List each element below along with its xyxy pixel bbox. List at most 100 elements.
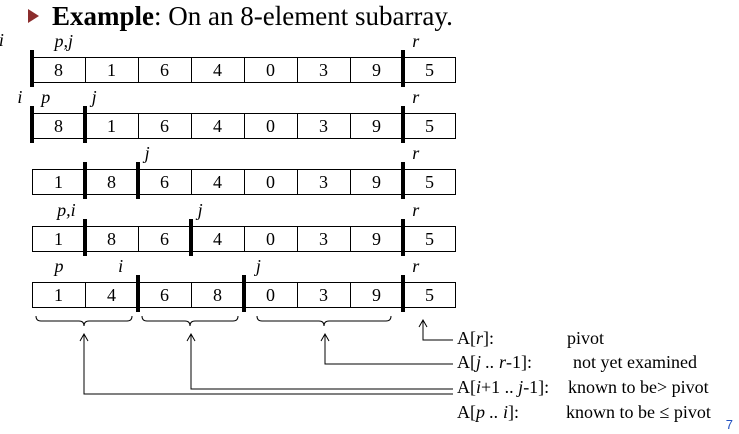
partition-boundary	[30, 50, 34, 87]
array-cell: 5	[425, 285, 434, 305]
brace-gt-pivot	[141, 315, 239, 327]
connector-unexamined	[324, 334, 453, 365]
array-cell: 3	[319, 229, 328, 249]
array-cell: 0	[266, 285, 275, 305]
legend-expression-part: ]:	[483, 328, 495, 348]
legend-expression-part: A[	[457, 402, 476, 422]
array-cell: 9	[372, 229, 381, 249]
partition-boundary	[30, 106, 34, 143]
cell-divider	[350, 113, 351, 139]
cell-divider	[297, 113, 298, 139]
legend-description: known to be ≤ pivot	[566, 402, 711, 422]
array-cell: 4	[213, 116, 222, 136]
index-pointer-label: r	[412, 87, 420, 107]
array-cell: 1	[107, 116, 116, 136]
cell-divider	[191, 282, 192, 308]
legend-expression-part: -1]:	[523, 377, 550, 397]
array-cell: 3	[319, 285, 328, 305]
array-cell: 9	[372, 285, 381, 305]
array-cell: 6	[160, 229, 169, 249]
array-cell: 3	[319, 116, 328, 136]
array-cell: 9	[372, 116, 381, 136]
cell-divider	[85, 57, 86, 83]
cell-divider	[244, 169, 245, 195]
index-pointer-label: r	[412, 143, 420, 163]
array-cell: 8	[213, 285, 222, 305]
cell-divider	[138, 113, 139, 139]
array-cell: 0	[266, 229, 275, 249]
array-cell: 8	[54, 60, 63, 80]
array-cell: 8	[54, 116, 63, 136]
partition-boundary	[189, 219, 193, 256]
index-pointer-label: p,j	[54, 31, 74, 51]
legend-expression-part: -1]:	[506, 352, 533, 372]
connector-pivot	[422, 320, 453, 341]
array-cell: 1	[54, 172, 63, 192]
cell-divider	[350, 169, 351, 195]
legend-description: known to be> pivot	[568, 377, 709, 397]
bullet-arrow-icon	[28, 9, 39, 23]
legend-description: pivot	[567, 328, 605, 348]
index-pointer-label: p	[54, 256, 64, 276]
legend-expression-part: +1 ..	[481, 377, 519, 397]
partition-boundary	[401, 106, 405, 143]
legend-expression: A[j .. r-1]:	[457, 352, 532, 372]
partition-boundary	[83, 106, 87, 143]
index-pointer-label: j	[197, 200, 203, 220]
title-rest-part: : On an 8-element subarray.	[154, 0, 453, 31]
legend-expression-part: p .. i	[476, 402, 509, 422]
legend-expression-part: i	[476, 377, 482, 397]
cell-divider	[244, 57, 245, 83]
partition-boundary	[136, 275, 140, 312]
legend-expression: A[r]:	[457, 328, 494, 348]
partition-boundary	[401, 275, 405, 312]
array-cell: 5	[425, 116, 434, 136]
cell-divider	[244, 113, 245, 139]
array-cell: 5	[425, 60, 434, 80]
array-cell: 6	[160, 172, 169, 192]
array-cell: 0	[266, 172, 275, 192]
cell-divider	[350, 282, 351, 308]
arrow-up-icon	[186, 332, 196, 342]
cell-divider	[138, 57, 139, 83]
index-pointer-label: j	[91, 87, 97, 107]
array-cell: 8	[107, 229, 116, 249]
cell-divider	[191, 169, 192, 195]
arrow-up-icon	[320, 332, 330, 342]
array-cell: 8	[107, 172, 116, 192]
index-pointer-label: p,i	[57, 200, 76, 220]
legend-expression-part: A[	[457, 377, 476, 397]
array-cell: 1	[107, 60, 116, 80]
index-pointer-label: r	[412, 200, 420, 220]
legend-expression-part: ]:	[508, 402, 520, 422]
array-cell: 9	[372, 172, 381, 192]
array-cell: 0	[266, 60, 275, 80]
slide-title: Example : On an 8-element subarray.	[28, 0, 453, 32]
legend-expression-part: A[	[457, 328, 476, 348]
array-cell: 4	[213, 172, 222, 192]
array-cell: 6	[160, 285, 169, 305]
array-cell: 1	[54, 229, 63, 249]
legend-expression-part: r	[476, 328, 484, 348]
array-cell: 0	[266, 116, 275, 136]
cell-divider	[297, 226, 298, 252]
index-pointer-label: i	[0, 31, 4, 49]
cell-divider	[297, 282, 298, 308]
cell-divider	[191, 113, 192, 139]
legend-description: not yet examined	[573, 352, 697, 372]
cell-divider	[350, 226, 351, 252]
index-pointer-label: p	[41, 87, 51, 107]
brace-unexamined	[256, 315, 392, 327]
cell-divider	[85, 282, 86, 308]
arrow-up-icon	[418, 318, 428, 328]
cell-divider	[350, 57, 351, 83]
array-cell: 1	[54, 285, 63, 305]
partition-boundary	[83, 162, 87, 199]
page-number: 7	[725, 417, 733, 432]
legend-expression-part: j	[518, 377, 524, 397]
cell-divider	[297, 57, 298, 83]
index-pointer-label: r	[412, 31, 420, 51]
array-cell: 6	[160, 60, 169, 80]
array-cell: 3	[319, 172, 328, 192]
